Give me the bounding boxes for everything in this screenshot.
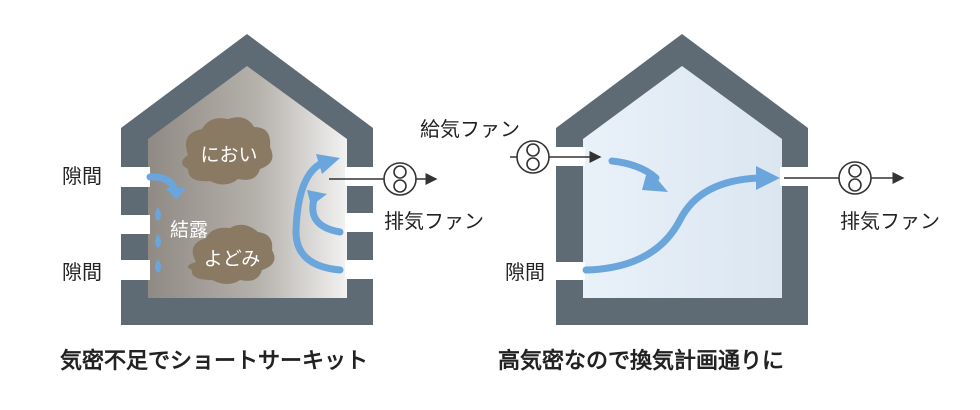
exhaust-fan-label-right: 排気ファン xyxy=(840,209,940,233)
stagnation-label: よどみ xyxy=(204,248,260,270)
exhaust-gap xyxy=(780,167,812,186)
supply-fan-label: 給気ファン xyxy=(420,117,520,141)
fan-icon xyxy=(383,162,417,196)
bottom-gap xyxy=(552,262,585,280)
right-house-interior xyxy=(583,66,782,298)
fan-icon xyxy=(838,161,872,195)
stagnation-cloud: よどみ xyxy=(187,224,275,284)
gap-label-top: 隙間 xyxy=(62,164,102,188)
condensation-label: 結露 xyxy=(170,219,208,241)
arrow-icon xyxy=(642,166,780,192)
water-drop-icon xyxy=(155,207,161,273)
right-caption: 高気密なので換気計画通りに xyxy=(498,348,784,374)
left-caption: 気密不足でショートサーキット xyxy=(60,348,368,374)
gap-label-right: 隙間 xyxy=(505,260,545,284)
left-house: におい よどみ 結露 xyxy=(60,34,484,374)
right-gap-1 xyxy=(345,167,377,186)
smell-label: におい xyxy=(200,144,257,166)
fan-icon xyxy=(516,140,550,174)
leak-arrow-icon xyxy=(146,173,179,194)
right-house: 給気ファン 隙間 排気ファン 高気密なので換気計画通りに xyxy=(420,34,940,374)
right-gap-2 xyxy=(345,213,377,232)
arrow-icon xyxy=(166,154,340,206)
left-gap-1 xyxy=(117,167,150,187)
gap-label-bottom: 隙間 xyxy=(62,260,102,284)
right-gap-3 xyxy=(345,260,377,279)
exhaust-fan-label-left: 排気ファン xyxy=(384,209,484,233)
smell-cloud: におい xyxy=(182,117,273,185)
left-gap-3 xyxy=(117,260,150,280)
left-gap-2 xyxy=(117,215,150,234)
